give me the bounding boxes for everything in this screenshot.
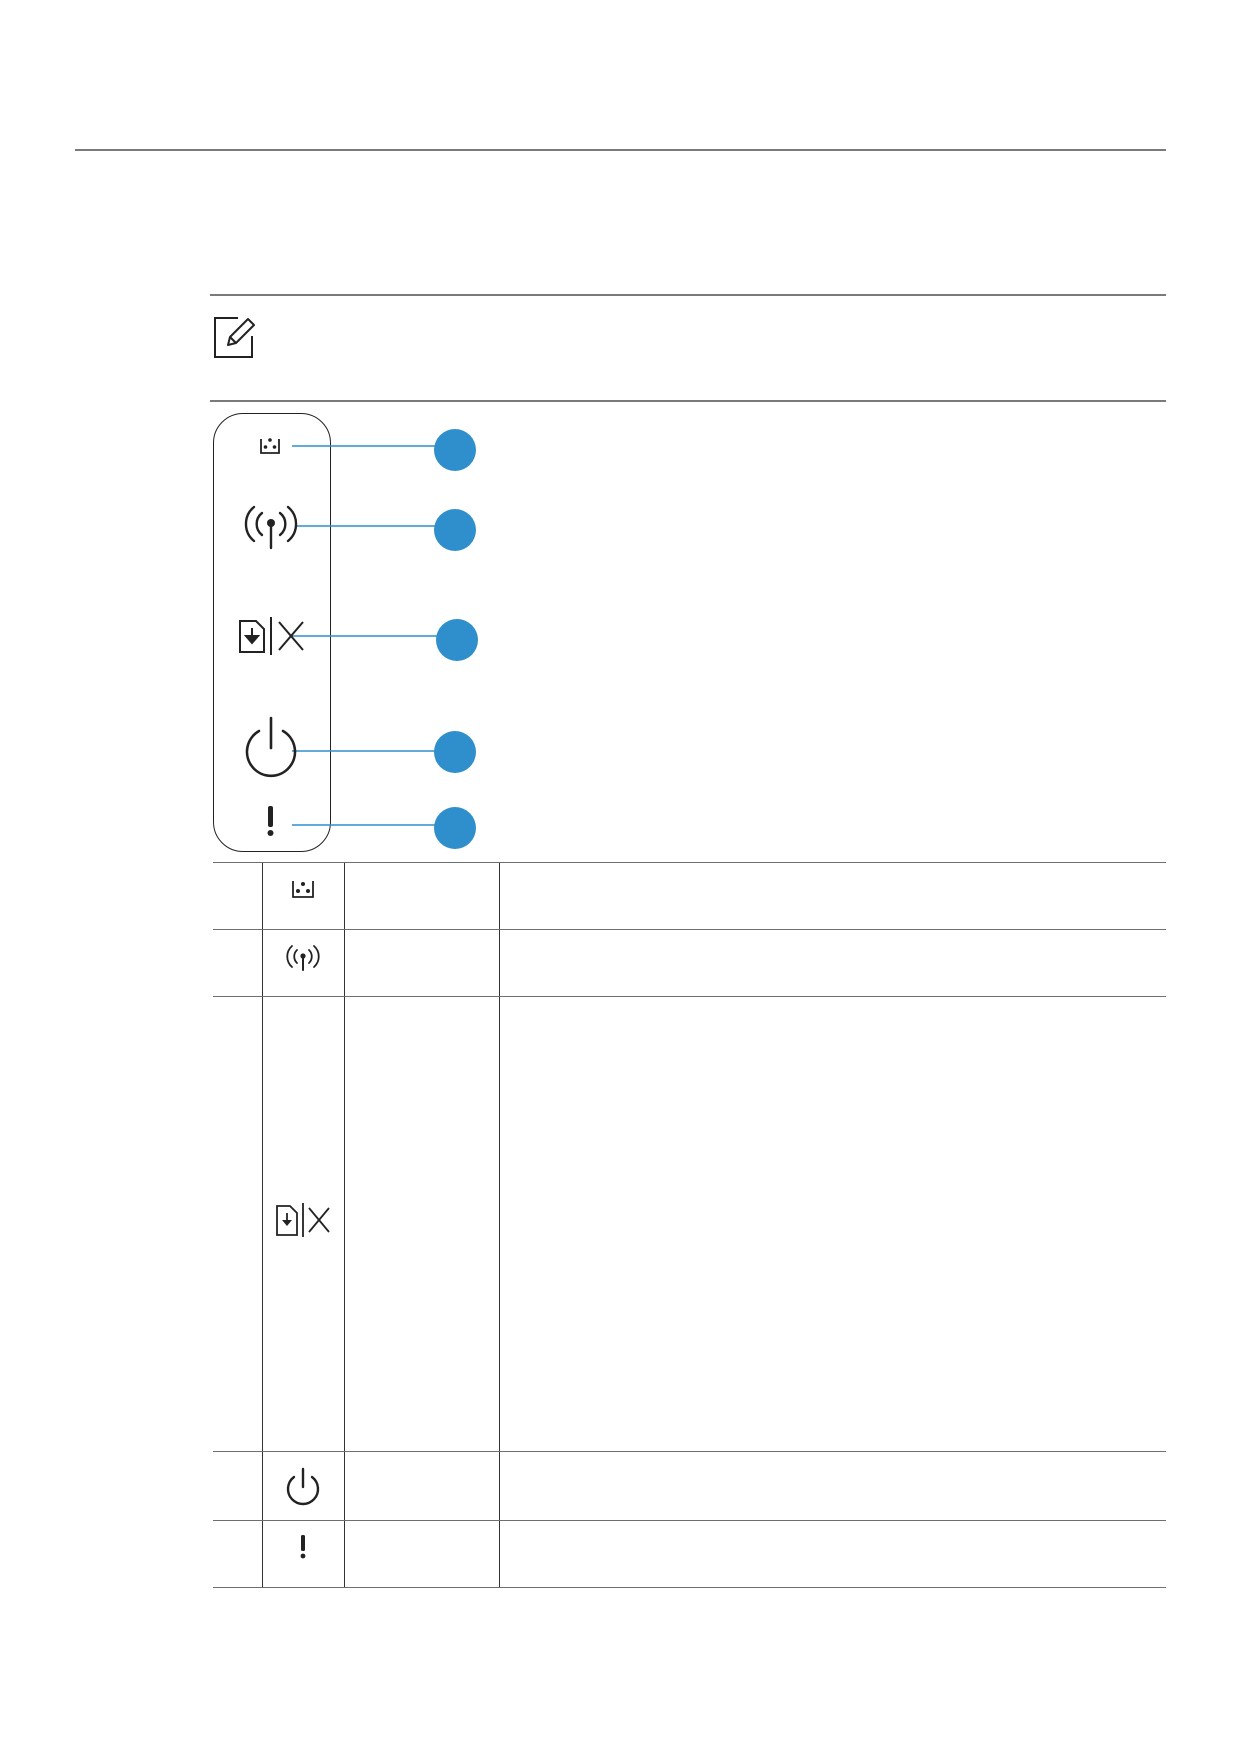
- control-panel: [213, 413, 331, 852]
- callout-marker-4: [434, 731, 476, 773]
- wireless-icon[interactable]: [244, 505, 298, 550]
- power-icon: [263, 1452, 343, 1521]
- toner-icon[interactable]: [260, 438, 280, 454]
- status-icon[interactable]: [267, 806, 274, 836]
- wireless-icon: [263, 930, 343, 986]
- print-cancel-icon: [263, 997, 343, 1443]
- header-rule: [75, 149, 1166, 151]
- toner-icon: [263, 863, 343, 915]
- callout-marker-1: [434, 429, 476, 471]
- table-row: [213, 1451, 1166, 1520]
- callout-marker-2: [434, 509, 476, 551]
- status-icon: [263, 1521, 343, 1573]
- table-row: [213, 996, 1166, 1451]
- callout-marker-5: [434, 807, 476, 849]
- pencil-note-icon: [212, 314, 258, 360]
- table-row: [213, 862, 1166, 929]
- table-row: [213, 1520, 1166, 1588]
- power-icon[interactable]: [245, 716, 297, 777]
- note-bottom-rule: [210, 400, 1166, 402]
- note-top-rule: [210, 294, 1166, 296]
- table-row: [213, 929, 1166, 996]
- panel-table: [213, 862, 1166, 1588]
- print-cancel-icon[interactable]: [239, 617, 304, 655]
- callout-marker-3: [436, 619, 478, 661]
